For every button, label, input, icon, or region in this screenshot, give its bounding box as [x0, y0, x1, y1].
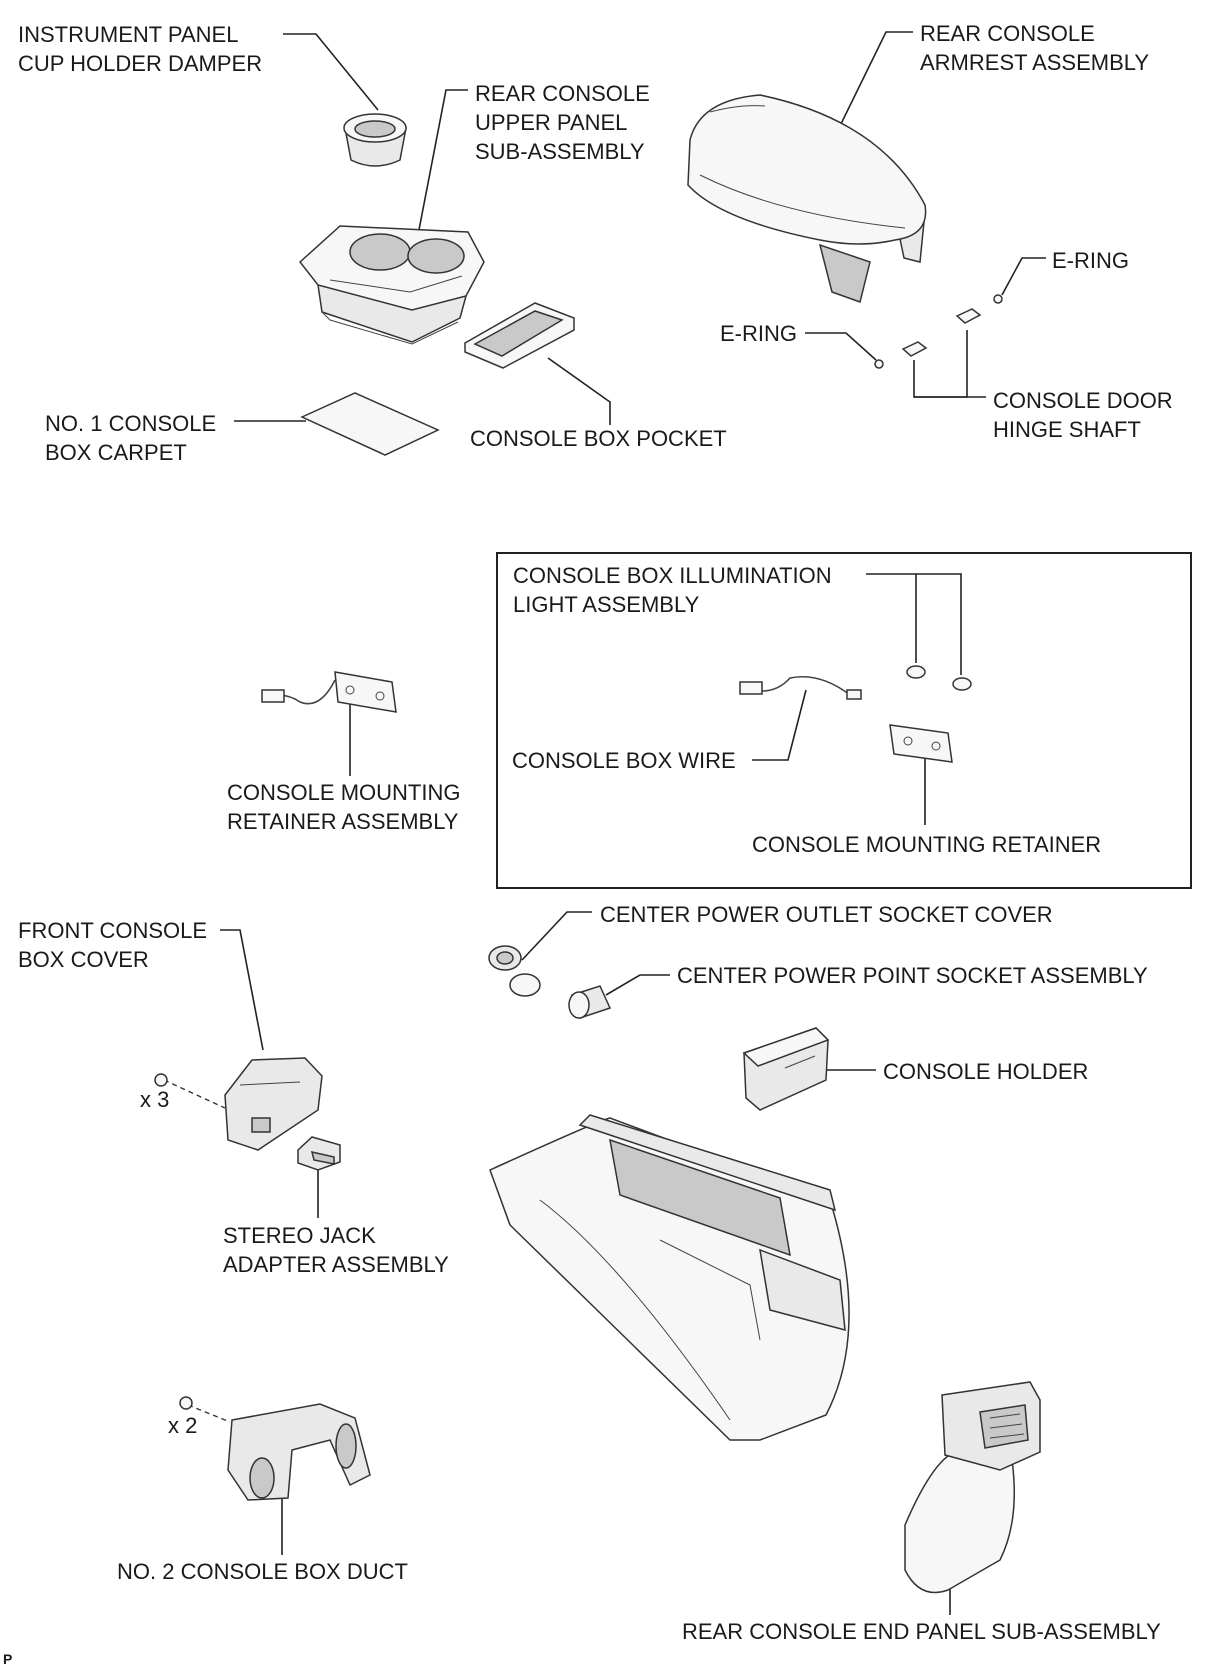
screw-x2 [179, 1396, 193, 1410]
e-ring-parts [874, 294, 1003, 369]
end-panel-part [904, 1381, 1041, 1594]
svg-text:CONSOLE DOOR: CONSOLE DOOR [993, 388, 1173, 413]
illumination-light-parts [906, 665, 972, 691]
carpet-part [300, 392, 440, 456]
front-box-cover-part [224, 1057, 323, 1151]
hinge-shaft-parts [901, 308, 982, 357]
label-outlet-cover: CENTER POWER OUTLET SOCKET COVER [600, 902, 1053, 927]
label-box-wire: CONSOLE BOX WIRE [512, 748, 736, 773]
svg-text:REAR CONSOLE: REAR CONSOLE [475, 81, 650, 106]
outlet-cover-part [488, 945, 541, 997]
label-mounting-retainer-assy: CONSOLE MOUNTING RETAINER ASSEMBLY [227, 780, 460, 834]
svg-text:REAR CONSOLE: REAR CONSOLE [920, 21, 1095, 46]
svg-text:HINGE SHAFT: HINGE SHAFT [993, 417, 1141, 442]
label-hinge-shaft: CONSOLE DOOR HINGE SHAFT [993, 388, 1173, 442]
label-armrest: REAR CONSOLE ARMREST ASSEMBLY [920, 21, 1149, 75]
label-carpet: NO. 1 CONSOLE BOX CARPET [45, 411, 216, 465]
label-cup-holder-damper: INSTRUMENT PANEL CUP HOLDER DAMPER [18, 22, 262, 76]
label-stereo-jack: STEREO JACK ADAPTER ASSEMBLY [223, 1223, 449, 1277]
label-box-duct: NO. 2 CONSOLE BOX DUCT [117, 1559, 408, 1584]
svg-text:CONSOLE MOUNTING: CONSOLE MOUNTING [227, 780, 460, 805]
stereo-jack-part [297, 1136, 341, 1171]
box-wire-part [739, 675, 862, 700]
label-upper-panel: REAR CONSOLE UPPER PANEL SUB-ASSEMBLY [475, 81, 650, 164]
svg-text:FRONT CONSOLE: FRONT CONSOLE [18, 918, 207, 943]
label-front-box-cover: FRONT CONSOLE BOX COVER [18, 918, 207, 972]
svg-text:ARMREST ASSEMBLY: ARMREST ASSEMBLY [920, 50, 1149, 75]
svg-text:LIGHT ASSEMBLY: LIGHT ASSEMBLY [513, 592, 700, 617]
corner-mark: P [3, 1651, 12, 1667]
label-box-pocket: CONSOLE BOX POCKET [470, 426, 727, 451]
svg-text:BOX COVER: BOX COVER [18, 947, 149, 972]
power-point-part [568, 985, 612, 1019]
label-qty-x3: x 3 [140, 1087, 169, 1112]
svg-text:BOX CARPET: BOX CARPET [45, 440, 187, 465]
screw-x3 [154, 1073, 168, 1087]
svg-text:STEREO JACK: STEREO JACK [223, 1223, 376, 1248]
label-mounting-retainer: CONSOLE MOUNTING RETAINER [752, 832, 1101, 857]
svg-text:UPPER PANEL: UPPER PANEL [475, 110, 627, 135]
svg-text:RETAINER ASSEMBLY: RETAINER ASSEMBLY [227, 809, 459, 834]
upper-panel-part [298, 225, 485, 345]
label-e-ring-right: E-RING [1052, 248, 1129, 273]
armrest-part [687, 94, 927, 303]
box-duct-part [227, 1403, 371, 1501]
svg-text:ADAPTER ASSEMBLY: ADAPTER ASSEMBLY [223, 1252, 449, 1277]
svg-text:SUB-ASSEMBLY: SUB-ASSEMBLY [475, 139, 645, 164]
label-end-panel: REAR CONSOLE END PANEL SUB-ASSEMBLY [682, 1619, 1161, 1644]
cup-holder-damper-part [343, 113, 407, 167]
label-illumination-light: CONSOLE BOX ILLUMINATION LIGHT ASSEMBLY [513, 563, 832, 617]
sub-assembly-frame [496, 552, 1192, 889]
label-e-ring-left: E-RING [720, 321, 797, 346]
label-qty-x2: x 2 [168, 1413, 197, 1438]
svg-text:INSTRUMENT PANEL: INSTRUMENT PANEL [18, 22, 238, 47]
console-holder-part [742, 1027, 830, 1111]
box-pocket-part [464, 302, 575, 369]
svg-text:CUP HOLDER DAMPER: CUP HOLDER DAMPER [18, 51, 262, 76]
svg-text:CONSOLE BOX ILLUMINATION: CONSOLE BOX ILLUMINATION [513, 563, 832, 588]
console-box-part [489, 1114, 850, 1441]
mounting-retainer-assy-part [261, 671, 397, 713]
svg-text:NO. 1 CONSOLE: NO. 1 CONSOLE [45, 411, 216, 436]
label-console-holder: CONSOLE HOLDER [883, 1059, 1088, 1084]
label-power-point: CENTER POWER POINT SOCKET ASSEMBLY [677, 963, 1148, 988]
mounting-retainer-part [889, 724, 953, 763]
